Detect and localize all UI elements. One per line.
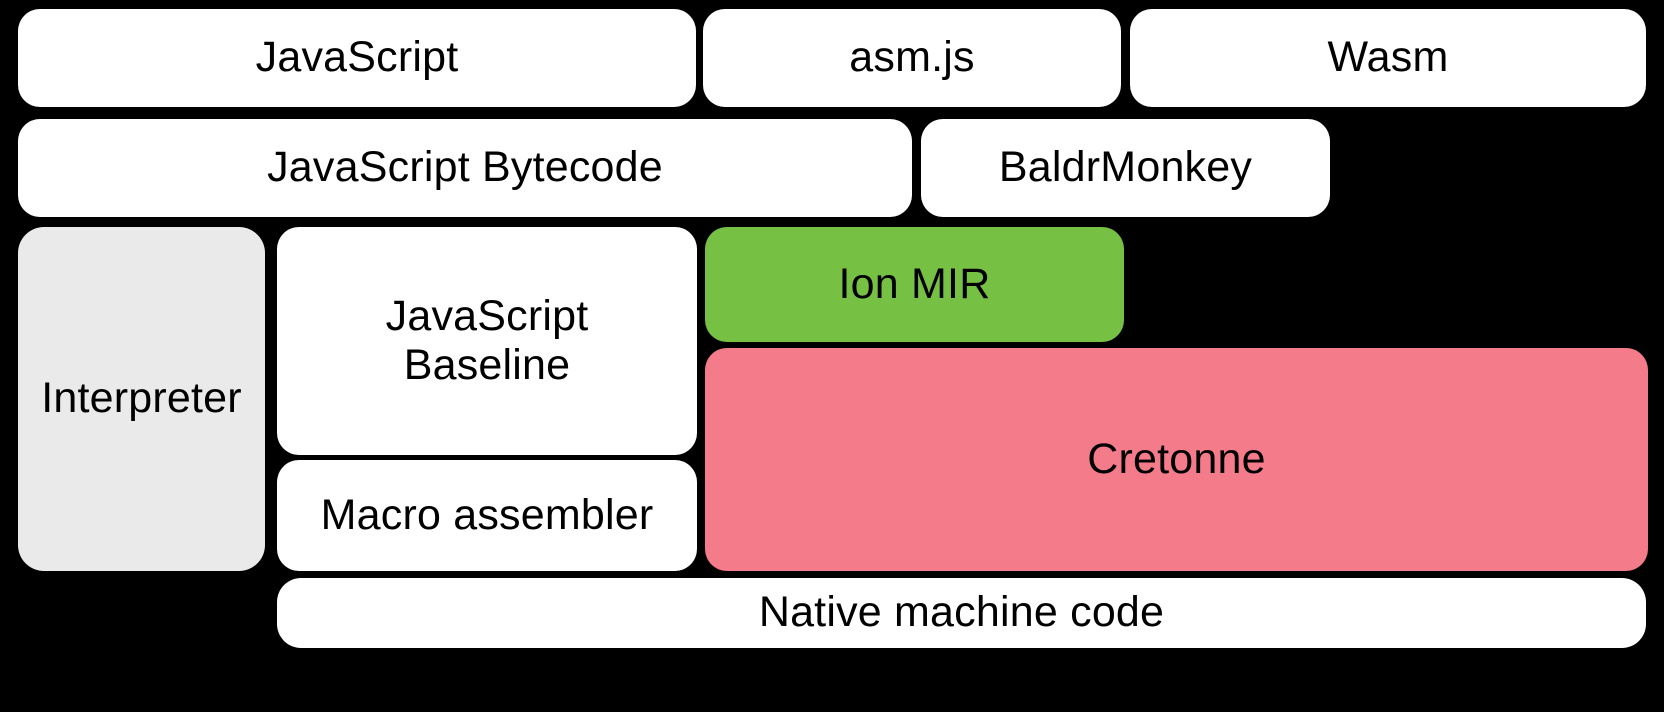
- node-native-machine-code[interactable]: Native machine code: [277, 578, 1646, 648]
- node-baldrmonkey[interactable]: BaldrMonkey: [921, 119, 1330, 217]
- node-wasm[interactable]: Wasm: [1130, 9, 1646, 107]
- node-javascript-baseline[interactable]: JavaScript Baseline: [277, 227, 697, 455]
- node-ion-mir[interactable]: Ion MIR: [705, 227, 1124, 342]
- node-macro-assembler[interactable]: Macro assembler: [277, 460, 697, 571]
- node-javascript[interactable]: JavaScript: [18, 9, 696, 107]
- node-asmjs[interactable]: asm.js: [703, 9, 1121, 107]
- node-cretonne[interactable]: Cretonne: [705, 348, 1648, 571]
- node-interpreter[interactable]: Interpreter: [18, 227, 265, 571]
- node-javascript-bytecode[interactable]: JavaScript Bytecode: [18, 119, 912, 217]
